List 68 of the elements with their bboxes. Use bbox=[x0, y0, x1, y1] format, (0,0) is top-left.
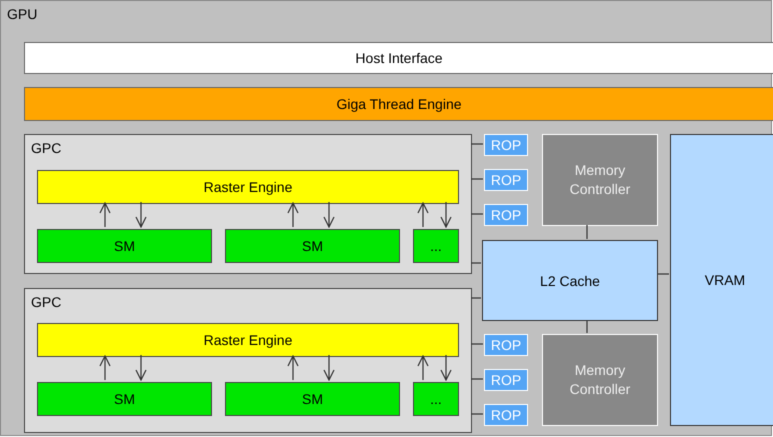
bar-label: Giga Thread Engine bbox=[336, 96, 462, 112]
arrow bbox=[323, 355, 335, 381]
unit-block bbox=[484, 169, 528, 191]
block-label: SM bbox=[302, 238, 323, 254]
connector-line bbox=[586, 225, 588, 239]
processor-block bbox=[37, 229, 212, 263]
processor-block bbox=[413, 382, 459, 416]
engine-bar bbox=[37, 323, 459, 357]
controller-block bbox=[542, 134, 658, 226]
connector-line bbox=[471, 143, 483, 145]
block-label: ... bbox=[430, 391, 442, 407]
unit-block bbox=[484, 369, 528, 391]
unit-block bbox=[484, 204, 528, 226]
block-label: ROP bbox=[490, 207, 522, 223]
connector-line bbox=[471, 262, 481, 264]
unit-block bbox=[484, 334, 528, 356]
processor-block bbox=[413, 229, 459, 263]
memory-block bbox=[670, 134, 773, 426]
block-label: Memory Controller bbox=[568, 361, 632, 399]
arrow bbox=[440, 202, 452, 228]
processor-block bbox=[225, 229, 400, 263]
block-label: ROP bbox=[490, 407, 522, 423]
arrow bbox=[135, 202, 147, 228]
arrow bbox=[99, 202, 111, 227]
connector-line bbox=[471, 297, 481, 299]
panel-title: GPU bbox=[7, 6, 38, 22]
arrow bbox=[323, 202, 335, 228]
unit-block bbox=[484, 404, 528, 426]
cluster-panel bbox=[24, 288, 472, 433]
interface-bar bbox=[24, 42, 773, 74]
connector-line bbox=[471, 413, 483, 415]
arrow bbox=[417, 202, 429, 227]
controller-block bbox=[542, 334, 658, 426]
block-label: VRAM bbox=[704, 272, 746, 288]
engine-bar bbox=[37, 170, 459, 204]
connector-line bbox=[471, 343, 483, 345]
engine-bar bbox=[24, 87, 773, 121]
bar-label: Host Interface bbox=[355, 50, 443, 66]
bar-label: Raster Engine bbox=[204, 179, 292, 195]
bar-label: Raster Engine bbox=[204, 332, 292, 348]
arrow bbox=[135, 355, 147, 381]
connector-line bbox=[471, 378, 483, 380]
block-label: ROP bbox=[490, 137, 522, 153]
block-label: ROP bbox=[490, 372, 522, 388]
panel-title: GPC bbox=[31, 294, 62, 310]
cache-block bbox=[482, 240, 658, 321]
arrow bbox=[440, 355, 452, 381]
panel-title: GPC bbox=[31, 140, 62, 156]
unit-block bbox=[484, 134, 528, 156]
connector-line bbox=[657, 273, 669, 275]
arrow bbox=[287, 355, 299, 380]
block-label: ... bbox=[430, 238, 442, 254]
arrow bbox=[99, 355, 111, 380]
arrow bbox=[417, 355, 429, 380]
connector-line bbox=[586, 320, 588, 333]
block-label: Memory Controller bbox=[568, 161, 632, 199]
connector-line bbox=[471, 178, 483, 180]
processor-block bbox=[225, 382, 400, 416]
block-label: L2 Cache bbox=[540, 272, 600, 288]
connector-line bbox=[471, 213, 483, 215]
block-label: ROP bbox=[490, 337, 522, 353]
block-label: ROP bbox=[490, 172, 522, 188]
block-label: SM bbox=[302, 391, 323, 407]
arrow bbox=[287, 202, 299, 227]
processor-block bbox=[37, 382, 212, 416]
block-label: SM bbox=[114, 238, 135, 254]
block-label: SM bbox=[114, 391, 135, 407]
cluster-panel bbox=[24, 134, 472, 274]
